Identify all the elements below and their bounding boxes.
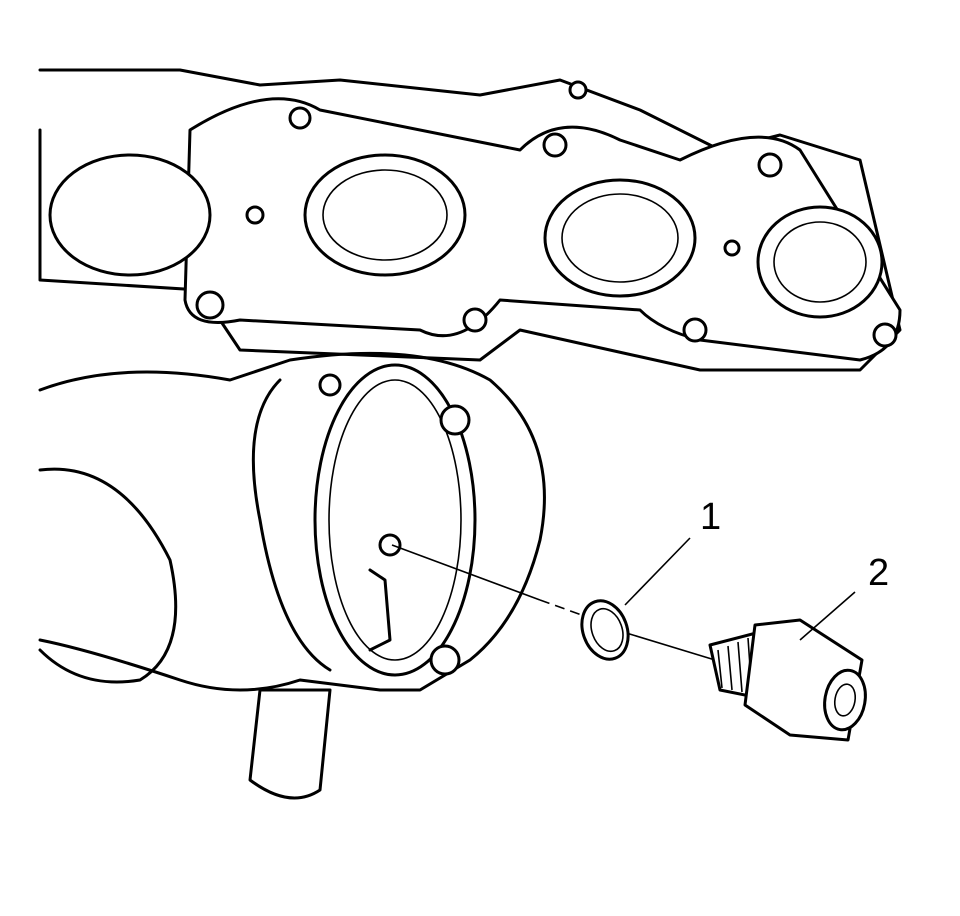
- fitting: [708, 618, 867, 742]
- exhaust-manifold: [38, 68, 902, 372]
- callout-2-label: 2: [868, 552, 890, 594]
- turbocharger-housing: [38, 351, 546, 800]
- leader-lines: [624, 537, 856, 641]
- callout-1-label: 1: [700, 496, 722, 538]
- washer: [580, 599, 630, 661]
